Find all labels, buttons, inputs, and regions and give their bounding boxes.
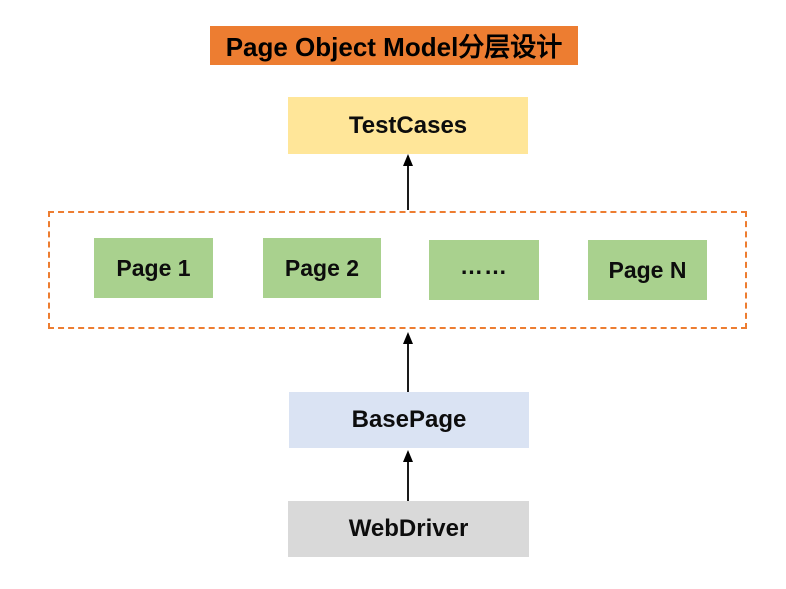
page-layer-container: Page 1 Page 2 …… Page N (48, 211, 747, 329)
page-ellipsis-node: …… (429, 240, 539, 300)
webdriver-node: WebDriver (288, 501, 529, 557)
page-n-node: Page N (588, 240, 707, 300)
page-2-node: Page 2 (263, 238, 381, 298)
page-ellipsis-label: …… (460, 252, 508, 279)
diagram-title-label: Page Object Model分层设计 (225, 32, 563, 62)
arrow-basepage-to-pages (403, 332, 413, 392)
page-1-node: Page 1 (94, 238, 213, 298)
webdriver-label: WebDriver (348, 515, 469, 542)
arrow-webdriver-to-basepage (403, 450, 413, 501)
page-1-label: Page 1 (116, 254, 191, 281)
page-2-label: Page 2 (284, 254, 360, 281)
testcases-label: TestCases (348, 111, 468, 139)
diagram-title: Page Object Model分层设计 (210, 26, 578, 65)
page-n-label: Page N (608, 256, 687, 283)
basepage-label: BasePage (351, 406, 467, 433)
arrow-pages-to-testcases (403, 154, 413, 210)
basepage-node: BasePage (289, 392, 529, 448)
testcases-node: TestCases (288, 97, 528, 154)
